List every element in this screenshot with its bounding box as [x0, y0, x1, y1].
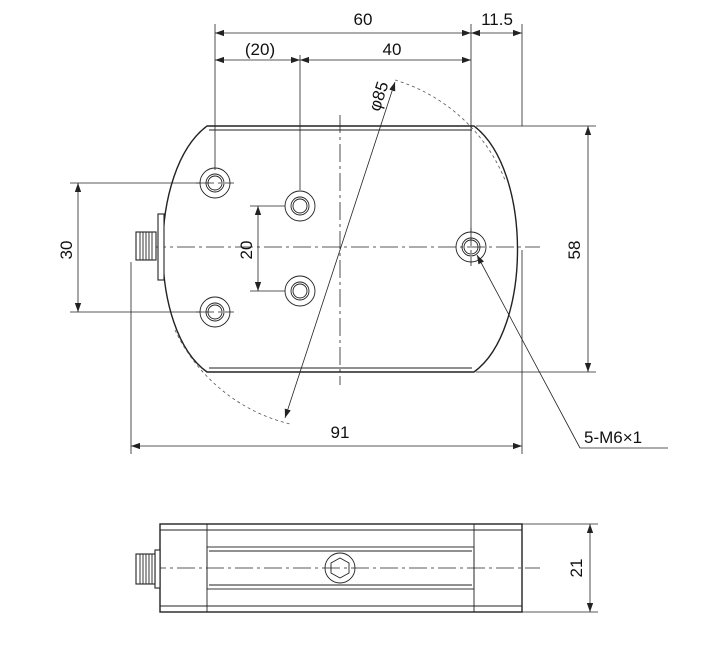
- diameter-leader: [284, 81, 396, 419]
- hole-mid-top: [284, 190, 316, 222]
- diameter-arc-lower: [174, 329, 291, 425]
- dim-hole-spacing: 40: [383, 40, 402, 59]
- thread-leader: [476, 254, 581, 449]
- dim-height-20: 20: [237, 241, 256, 260]
- dim-thickness: 21: [567, 559, 586, 578]
- dim-height-30: 30: [57, 241, 76, 260]
- diameter-arc: [394, 79, 506, 181]
- connector: [135, 213, 165, 281]
- hex-socket: [324, 552, 356, 584]
- dim-hole-offset: (20): [245, 40, 275, 59]
- side-view: 21: [135, 523, 598, 613]
- side-connector: [135, 549, 161, 589]
- plate-outline: [162, 125, 519, 373]
- dim-diameter: φ85: [365, 79, 392, 113]
- dim-top-offset: 11.5: [481, 10, 513, 29]
- dim-height-58: 58: [565, 241, 584, 260]
- hole-mid-bottom: [284, 275, 316, 307]
- dim-top-width: 60: [354, 10, 373, 29]
- dim-width-91: 91: [331, 423, 350, 442]
- thread-callout: 5-M6×1: [584, 428, 642, 447]
- top-view: 60 11.5 (20) 40 φ85 30 20 58 91: [57, 10, 668, 454]
